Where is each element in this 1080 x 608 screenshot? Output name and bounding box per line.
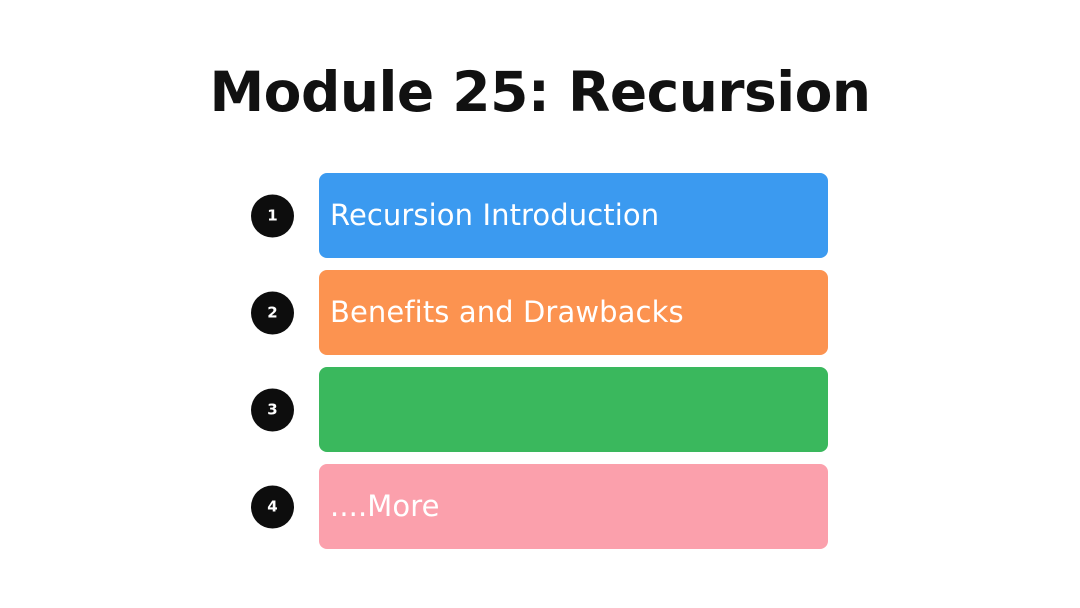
agenda-bar[interactable]: Benefits and Drawbacks	[319, 270, 828, 355]
agenda-item-4[interactable]: 4 ....More	[251, 464, 829, 549]
agenda-number-label: 2	[267, 303, 278, 321]
agenda-bar[interactable]: Recursion Introduction	[319, 173, 828, 258]
agenda-bar[interactable]: ....More	[319, 464, 828, 549]
agenda-number-badge: 3	[251, 388, 294, 431]
agenda-bar-label: ....More	[330, 489, 440, 523]
agenda-number-label: 3	[267, 400, 278, 418]
agenda-bar[interactable]	[319, 367, 828, 452]
agenda-item-3[interactable]: 3	[251, 367, 829, 452]
agenda-list: 1 Recursion Introduction 2 Benefits and …	[251, 173, 829, 549]
agenda-number-badge: 4	[251, 485, 294, 528]
agenda-number-label: 4	[267, 497, 278, 515]
agenda-item-2[interactable]: 2 Benefits and Drawbacks	[251, 270, 829, 355]
agenda-bar-label: Recursion Introduction	[330, 198, 660, 232]
page-title: Module 25: Recursion	[209, 60, 871, 124]
agenda-item-1[interactable]: 1 Recursion Introduction	[251, 173, 829, 258]
agenda-number-label: 1	[267, 206, 278, 224]
agenda-bar-label: Benefits and Drawbacks	[330, 295, 684, 329]
agenda-number-badge: 1	[251, 194, 294, 237]
agenda-number-badge: 2	[251, 291, 294, 334]
